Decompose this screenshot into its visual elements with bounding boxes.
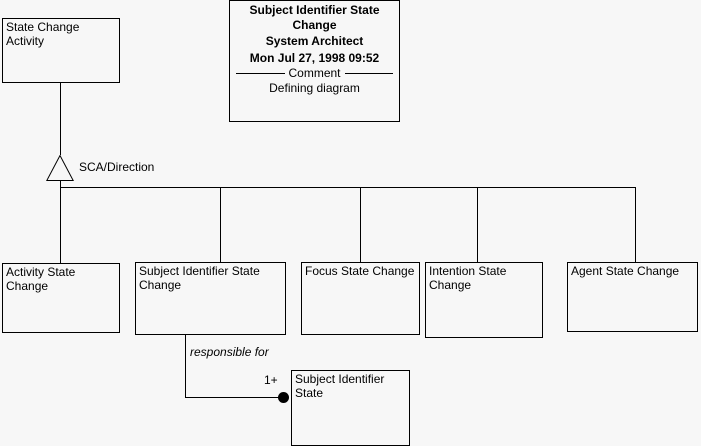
class-name-activity-state-change: Activity State Change — [6, 265, 76, 293]
note-title: Subject Identifier State Change — [249, 3, 380, 32]
note-timestamp: Mon Jul 27, 1998 09:52 — [249, 50, 380, 65]
association-label: responsible for — [190, 345, 269, 359]
class-box-subject-identifier-state-change[interactable]: Subject Identifier State Change — [135, 262, 286, 335]
class-box-intention-state-change[interactable]: Intention State Change — [425, 262, 543, 338]
drop-line-focus-state-change — [360, 187, 361, 262]
association-line-vertical — [185, 335, 186, 398]
class-box-subject-identifier-state[interactable]: Subject Identifier State — [291, 370, 410, 446]
aggregation-dot-icon — [278, 392, 289, 403]
class-name-subject-identifier-state-change: Subject Identifier State Change — [139, 264, 260, 292]
note-body: Defining diagram — [269, 81, 360, 95]
class-name-agent-state-change: Agent State Change — [571, 264, 680, 278]
note-comment-separator: Comment — [236, 66, 394, 80]
diagram-note-box: Subject Identifier State Change System A… — [229, 0, 400, 122]
separator-rule-right — [344, 73, 394, 74]
class-box-state-change-activity[interactable]: State Change Activity — [2, 18, 120, 83]
generalization-triangle-icon — [45, 154, 75, 181]
class-box-focus-state-change[interactable]: Focus State Change — [301, 262, 420, 335]
association-multiplicity: 1+ — [264, 373, 278, 387]
drop-line-agent-state-change — [635, 187, 636, 262]
drop-line-intention-state-change — [477, 187, 478, 262]
separator-rule-left — [236, 73, 285, 74]
class-name-focus-state-change: Focus State Change — [305, 264, 415, 278]
generalization-stem-lower — [60, 180, 61, 188]
class-box-agent-state-change[interactable]: Agent State Change — [567, 262, 698, 332]
note-author: System Architect — [265, 34, 364, 48]
association-line-horizontal — [185, 397, 285, 398]
generalization-stem-upper — [60, 83, 61, 155]
class-name-state-change-activity: State Change Activity — [6, 20, 80, 48]
generalization-bus-line — [60, 187, 635, 188]
drop-line-activity-state-change — [60, 187, 61, 263]
class-name-subject-identifier-state: Subject Identifier State — [295, 372, 385, 400]
note-section-label: Comment — [288, 66, 341, 80]
generalization-label: SCA/Direction — [79, 160, 155, 174]
class-name-intention-state-change: Intention State Change — [429, 264, 507, 292]
class-box-activity-state-change[interactable]: Activity State Change — [2, 263, 120, 333]
drop-line-subject-identifier-state-change — [220, 187, 221, 262]
